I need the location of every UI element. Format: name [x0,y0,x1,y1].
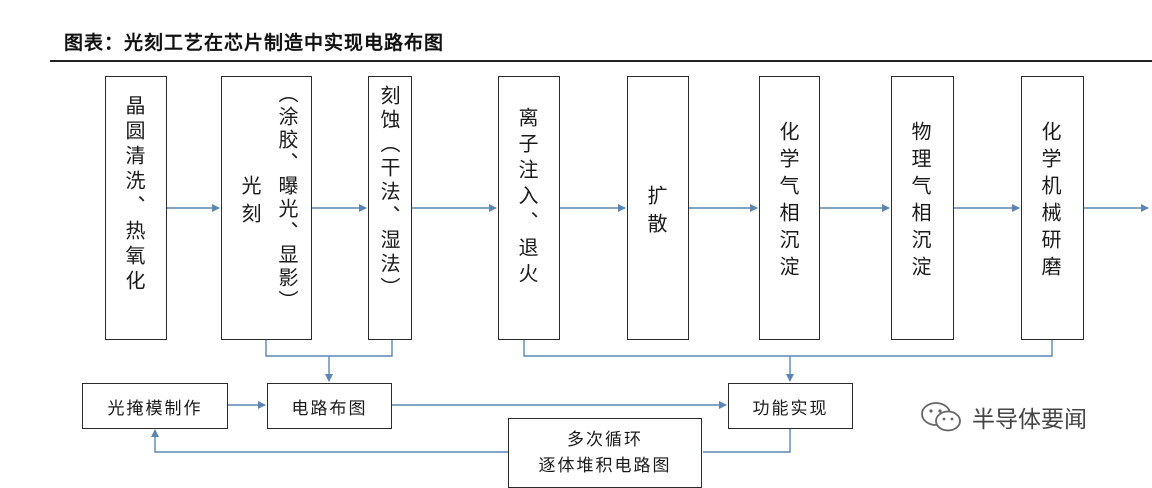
collector-left [265,340,393,357]
step-label: 光刻 [238,175,262,231]
step-cmp: 化学机械研磨 [1021,76,1084,340]
cycle-line-1: 多次循环 [567,430,643,450]
step-label: 扩散 [644,185,668,241]
step-label: 离子注入、退火 [515,107,539,289]
watermark: 半导体要闻 [920,400,1087,434]
step-cvd: 化学气相沉淀 [759,76,820,340]
step-etching: 刻蚀（干法、湿法） [368,76,412,340]
function-box: 功能实现 [728,383,853,429]
step-label: 物理气相沉淀 [908,121,932,283]
photomask-box: 光掩模制作 [82,383,228,429]
step-label: 刻蚀（干法、湿法） [377,85,401,301]
arrow-function-cycle [703,428,791,453]
circuit-layout-box: 电路布图 [267,383,392,429]
cycle-line-2: 逐体堆积电路图 [538,456,672,476]
step-label: 晶圆清洗、热氧化 [122,95,146,295]
step-pvd: 物理气相沉淀 [891,76,954,340]
step-lithography: （涂胶、曝光、显影） 光刻 [221,76,312,340]
figure-title: 图表：光刻工艺在芯片制造中实现电路布图 [64,32,445,54]
connector-lines [151,204,1149,453]
watermark-text: 半导体要闻 [972,407,1087,433]
step-ion-implant: 离子注入、退火 [498,76,560,340]
step-label: 化学机械研磨 [1038,121,1062,283]
step-wafer-clean: 晶圆清洗、热氧化 [105,76,167,340]
wechat-icon [921,402,961,432]
collector-right [523,340,1053,357]
arrow-cycle-mask [151,429,508,453]
step-sub-label: （涂胶、曝光、显影） [275,83,299,313]
title-rule [50,60,1152,62]
cycle-box: 多次循环 逐体堆积电路图 [508,418,702,488]
step-diffusion: 扩散 [627,76,689,340]
step-label: 化学气相沉淀 [776,121,800,283]
